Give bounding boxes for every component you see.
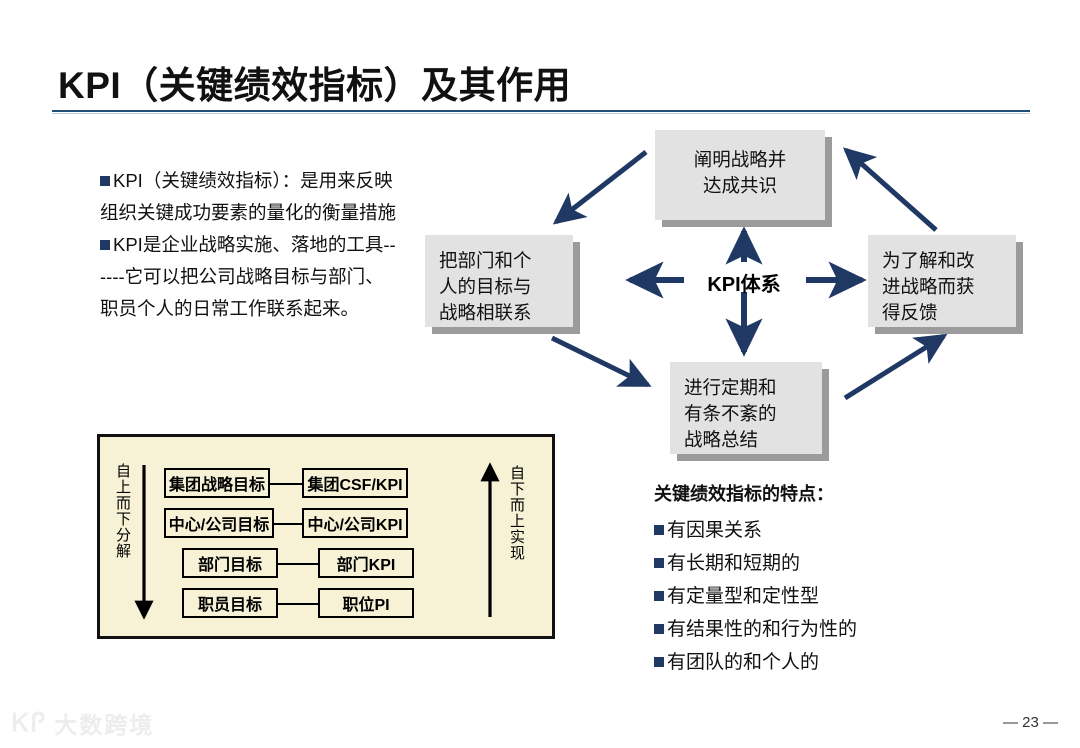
- intro-paragraph-1: KPI（关键绩效指标）：是用来反映组织关键成功要素的量化的衡量措施: [100, 165, 400, 229]
- panel-row-link: [272, 523, 304, 525]
- cycle-box-periodic-review[interactable]: 进行定期和 有条不紊的 战略总结: [670, 362, 822, 454]
- bullet-square-icon: [100, 176, 110, 186]
- intro-text-block: KPI（关键绩效指标）：是用来反映组织关键成功要素的量化的衡量措施 KPI是企业…: [100, 165, 400, 325]
- intro-paragraph-1-text: KPI（关键绩效指标）：是用来反映组织关键成功要素的量化的衡量措施: [100, 170, 397, 223]
- panel-objective-box[interactable]: 中心/公司目标: [164, 508, 274, 538]
- panel-objective-box[interactable]: 部门目标: [182, 548, 278, 578]
- cycle-center-label: KPI体系: [707, 274, 781, 296]
- intro-paragraph-2: KPI是企业战略实施、落地的工具------它可以把公司战略目标与部门、职员个人…: [100, 229, 400, 325]
- cycle-box-clarify-strategy[interactable]: 阐明战略并 达成共识: [655, 130, 825, 220]
- kpi-features-list: 关键绩效指标的特点： 有因果关系 有长期和短期的 有定量型和定性型 有结果性的和…: [654, 480, 984, 679]
- bullet-square-icon: [654, 591, 664, 601]
- panel-indicator-box[interactable]: 部门KPI: [318, 548, 414, 578]
- intro-paragraph-2-text: KPI是企业战略实施、落地的工具------它可以把公司战略目标与部门、职员个人…: [100, 234, 396, 319]
- title-rule: [52, 110, 1030, 112]
- cycle-box-feedback[interactable]: 为了解和改 进战略而获 得反馈: [868, 235, 1016, 327]
- panel-axis-arrows: [134, 462, 500, 620]
- panel-label-top-down: 自上而下分解: [114, 463, 131, 559]
- feature-item-label: 有长期和短期的: [667, 553, 801, 574]
- panel-indicator-box[interactable]: 中心/公司KPI: [302, 508, 408, 538]
- feature-item-label: 有团队的和个人的: [667, 652, 820, 673]
- title-rule-secondary: [52, 113, 1030, 114]
- feature-item: 有定量型和定性型: [654, 580, 984, 613]
- page-title: KPI（关键绩效指标）及其作用: [58, 65, 572, 106]
- panel-row-link: [276, 563, 320, 565]
- bullet-square-icon: [654, 558, 664, 568]
- features-heading: 关键绩效指标的特点：: [654, 484, 834, 504]
- panel-objective-box[interactable]: 职员目标: [182, 588, 278, 618]
- feature-item-label: 有定量型和定性型: [667, 586, 820, 607]
- kpi-cascade-panel: 自上而下分解 自下而上实现 集团战略目标 集团CSF/KPI 中心/公司目标 中…: [97, 434, 555, 639]
- bullet-square-icon: [654, 525, 664, 535]
- feature-item: 有长期和短期的: [654, 547, 984, 580]
- feature-item: 有团队的和个人的: [654, 646, 984, 679]
- panel-objective-box[interactable]: 集团战略目标: [164, 468, 270, 498]
- watermark-logo-icon: ᏦᎵ: [12, 708, 48, 737]
- bullet-square-icon: [100, 240, 110, 250]
- panel-row-link: [268, 483, 304, 485]
- bullet-square-icon: [654, 657, 664, 667]
- watermark-text: 大数跨境: [54, 712, 155, 738]
- feature-item: 有因果关系: [654, 514, 984, 547]
- panel-indicator-box[interactable]: 集团CSF/KPI: [302, 468, 408, 498]
- panel-label-bottom-up: 自下而上实现: [508, 465, 525, 561]
- feature-item-label: 有因果关系: [667, 520, 763, 541]
- panel-indicator-box[interactable]: 职位PI: [318, 588, 414, 618]
- watermark: ᏦᎵ 大数跨境: [12, 706, 154, 740]
- feature-item: 有结果性的和行为性的: [654, 613, 984, 646]
- feature-item-label: 有结果性的和行为性的: [667, 619, 858, 640]
- page-number: — 23 —: [1002, 714, 1058, 731]
- bullet-square-icon: [654, 624, 664, 634]
- panel-row-link: [276, 603, 320, 605]
- cycle-box-align-goals[interactable]: 把部门和个 人的目标与 战略相联系: [425, 235, 573, 327]
